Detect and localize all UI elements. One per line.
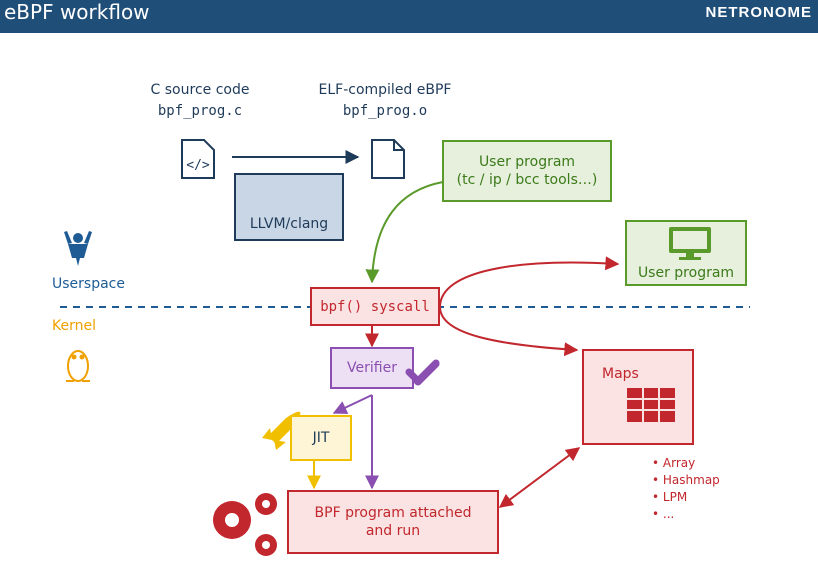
check-icon (405, 359, 440, 385)
user-program-output-label: User program (637, 265, 735, 281)
userspace-person-icon (64, 231, 92, 266)
brand-logo: NETRONOME (705, 4, 812, 21)
verifier-label: Verifier (347, 360, 397, 376)
bpf-program-box: BPF program attached and run (287, 490, 499, 554)
source-label: C source code (150, 82, 250, 98)
llvm-clang-box: LLVM/clang (234, 173, 344, 241)
bpf-program-line1: BPF program attached (314, 505, 472, 521)
page-title: eBPF workflow (4, 0, 150, 24)
user-program-tools-subtitle: (tc / ip / bcc tools…) (456, 172, 598, 188)
elf-file-icon (371, 139, 405, 179)
llvm-clang-label: LLVM/clang (249, 216, 329, 232)
user-program-tools-title: User program (478, 154, 576, 170)
map-type-item: Array (652, 455, 720, 472)
user-program-tools-box: User program (tc / ip / bcc tools…) (442, 140, 612, 202)
jit-label: JIT (312, 430, 330, 446)
load-program-arrow (365, 181, 444, 284)
bpf-program-line2: and run (365, 523, 421, 539)
verifier-to-jit-arrow (332, 394, 373, 414)
map-type-item: Hashmap (652, 472, 720, 489)
source-filename: bpf_prog.c (157, 103, 243, 119)
bpf-syscall-label: bpf() syscall (320, 298, 430, 315)
maps-bpf-arrow (498, 447, 581, 508)
verifier-box: Verifier (330, 347, 414, 389)
maps-label: Maps (602, 366, 639, 382)
maps-box: Maps (582, 349, 694, 445)
monitor-icon (669, 227, 711, 260)
source-file-icon: </> (181, 139, 215, 179)
elf-filename: bpf_prog.o (342, 103, 428, 119)
table-icon (627, 388, 675, 422)
kernel-label: Kernel (52, 318, 96, 334)
syscall-to-maps-arrow (439, 306, 579, 357)
bpf-syscall-box: bpf() syscall (310, 287, 440, 326)
title-bar: eBPF workflow NETRONOME (0, 0, 818, 33)
userspace-label: Userspace (52, 276, 125, 292)
syscall-to-user-arrow (439, 256, 620, 308)
map-type-item: LPM (652, 489, 720, 506)
svg-text:</>: </> (186, 158, 210, 173)
jit-box: JIT (290, 415, 352, 461)
run-gears-icon (213, 493, 277, 556)
map-type-item: ... (652, 506, 720, 523)
kernel-penguin-icon (66, 350, 90, 382)
elf-label: ELF-compiled eBPF (318, 82, 452, 98)
map-types-list: Array Hashmap LPM ... (652, 455, 720, 523)
